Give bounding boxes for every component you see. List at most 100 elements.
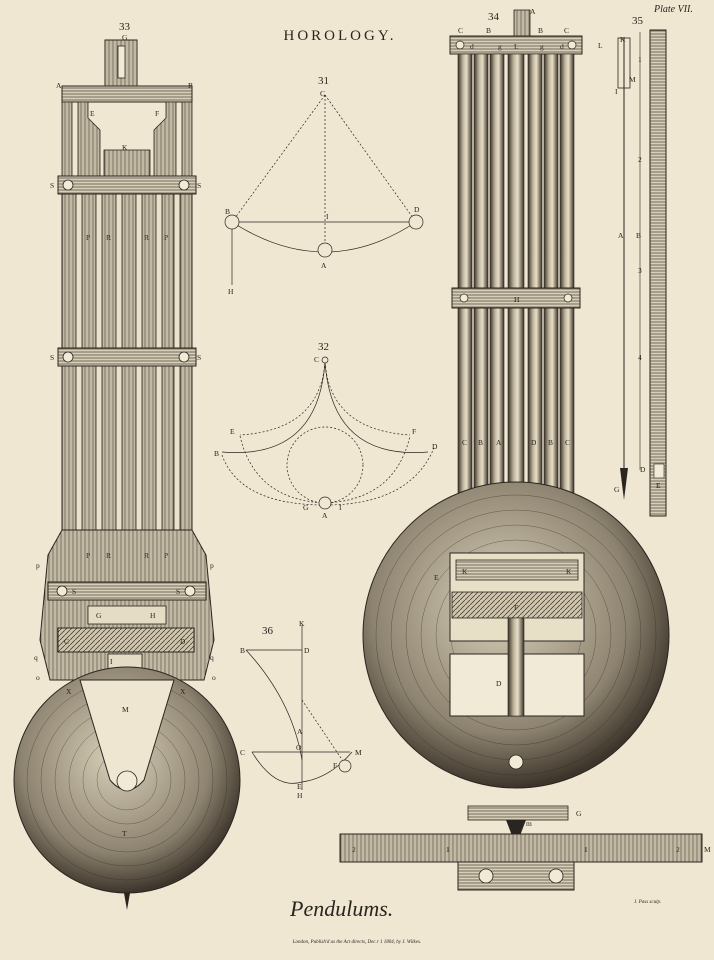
fig33-label-R-upper-left: R — [106, 233, 111, 242]
fig36-label-B: B — [240, 646, 245, 655]
fig33-label-T: T — [122, 829, 127, 838]
fig34-scale-2-right: 2 — [676, 845, 680, 854]
fig34-label-E: E — [434, 573, 439, 582]
fig33-label-G-lower: G — [96, 611, 102, 620]
figure-31-arc-diagram — [224, 94, 424, 285]
fig32-number: 32 — [318, 341, 329, 353]
fig34-scale-1-right: 1 — [584, 845, 588, 854]
fig33-label-S-upper-left: S — [50, 181, 54, 190]
fig33-label-F: F — [155, 109, 159, 118]
figure-36-labels: 36 K B D A O C F M E H — [240, 619, 362, 800]
fig35-label-B: B — [636, 231, 641, 240]
fig33-label-X-left: X — [66, 687, 72, 696]
fig33-label-A: A — [56, 81, 62, 90]
fig33-label-p-right: p — [210, 561, 214, 570]
fig33-label-S-middle-right: S — [197, 353, 201, 362]
fig33-label-R-upper-right: R — [144, 233, 149, 242]
figure-32-cycloid-diagram — [221, 356, 435, 510]
fig36-label-E: E — [297, 782, 302, 791]
fig32-label-G: G — [303, 503, 309, 512]
fig33-label-E: E — [90, 109, 95, 118]
fig34-label-g-right: g — [540, 42, 544, 51]
fig32-label-B: B — [214, 449, 219, 458]
fig35-label-L: L — [598, 41, 603, 50]
fig34-label-d-left: d — [470, 42, 474, 51]
fig34-label-F: F — [514, 603, 518, 612]
fig33-label-H: H — [150, 611, 156, 620]
figure-33-gridiron-pendulum — [13, 39, 241, 910]
fig33-label-o-left: o — [36, 673, 40, 682]
fig34-label-G: G — [576, 809, 582, 818]
publisher-imprint: London, Publish'd as the Act directs, De… — [292, 940, 422, 945]
fig36-label-M: M — [355, 748, 362, 757]
fig31-label-I: I — [326, 212, 329, 221]
fig36-number: 36 — [262, 625, 274, 637]
fig34-label-H: H — [514, 295, 520, 304]
fig31-label-C: C — [320, 89, 325, 98]
fig33-label-I: I — [110, 657, 113, 666]
fig31-label-D: D — [414, 205, 420, 214]
fig33-label-o-right: o — [212, 673, 216, 682]
fig32-label-A: A — [322, 511, 328, 520]
fig34-scale-1-left: 1 — [446, 845, 450, 854]
fig34-label-C-lower-left: C — [462, 438, 467, 447]
figure-31-labels: 31 C B D I A H — [225, 75, 420, 296]
fig33-label-G: G — [122, 33, 128, 42]
fig35-label-3: 3 — [638, 266, 642, 275]
fig33-label-D: D — [180, 637, 186, 646]
fig34-label-m: m — [526, 819, 532, 828]
fig34-label-A-rod: A — [496, 438, 502, 447]
fig34-label-B-lower-left: B — [478, 438, 483, 447]
fig36-label-F: F — [333, 761, 337, 770]
fig35-label-1-upper: 1 — [638, 55, 642, 64]
fig33-label-X-right: X — [180, 687, 186, 696]
fig36-label-C: C — [240, 748, 245, 757]
figure-33-labels: 33 G A B E F K S S S S P R R P P R R P p… — [34, 21, 216, 838]
fig34-scale-2-left: 2 — [352, 845, 356, 854]
fig33-number: 33 — [119, 21, 131, 33]
fig34-number: 34 — [488, 11, 500, 23]
fig33-label-M: M — [122, 705, 129, 714]
fig35-label-G: G — [614, 485, 620, 494]
fig34-label-g-left: g — [498, 42, 502, 51]
fig35-label-2: 2 — [638, 155, 642, 164]
fig33-label-S-lower-left: S — [72, 587, 76, 596]
fig35-label-E: E — [656, 481, 661, 490]
fig34-label-C-top-left: C — [458, 26, 463, 35]
fig35-label-A: A — [618, 231, 624, 240]
figure-35-labels: 35 L K M I A B 1 2 3 4 G D E — [598, 15, 661, 494]
fig36-label-H: H — [297, 791, 303, 800]
fig33-label-C: C — [64, 637, 69, 646]
fig34-label-d-right: d — [560, 42, 564, 51]
fig33-label-P-upper-right: P — [164, 233, 168, 242]
fig32-label-E: E — [230, 427, 235, 436]
fig33-label-R-lower-right: R — [144, 551, 149, 560]
fig34-label-D-rod: D — [531, 438, 537, 447]
fig34-label-K-left: K — [462, 567, 468, 576]
fig36-label-O: O — [296, 743, 302, 752]
fig33-label-R-lower-left: R — [106, 551, 111, 560]
fig36-label-K: K — [299, 619, 305, 628]
figure-34-labels: 34 A C B B C d g L g d H C B A D B C K K… — [352, 7, 711, 854]
fig34-label-C-top-right: C — [564, 26, 569, 35]
fig33-label-p-left: p — [36, 561, 40, 570]
figure-32-labels: 32 C E F B D G A I — [214, 341, 438, 520]
fig34-label-C-lower-right: C — [565, 438, 570, 447]
fig31-label-H: H — [228, 287, 234, 296]
fig34-label-B-top-left: B — [486, 26, 491, 35]
fig32-label-C: C — [314, 355, 319, 364]
fig33-label-S-middle-left: S — [50, 353, 54, 362]
fig32-label-D: D — [432, 442, 438, 451]
fig35-label-D: D — [640, 465, 646, 474]
fig35-number: 35 — [632, 15, 644, 27]
figure-36-diagram — [245, 625, 353, 790]
plate-title: HOROLOGY. — [283, 28, 397, 44]
fig36-label-D: D — [304, 646, 310, 655]
fig33-label-B: B — [188, 81, 193, 90]
fig34-label-D-box: D — [496, 679, 502, 688]
fig33-label-q-left: q — [34, 653, 38, 662]
fig31-label-A: A — [321, 261, 327, 270]
fig34-label-A-top: A — [530, 7, 536, 16]
fig35-label-K: K — [620, 35, 626, 44]
